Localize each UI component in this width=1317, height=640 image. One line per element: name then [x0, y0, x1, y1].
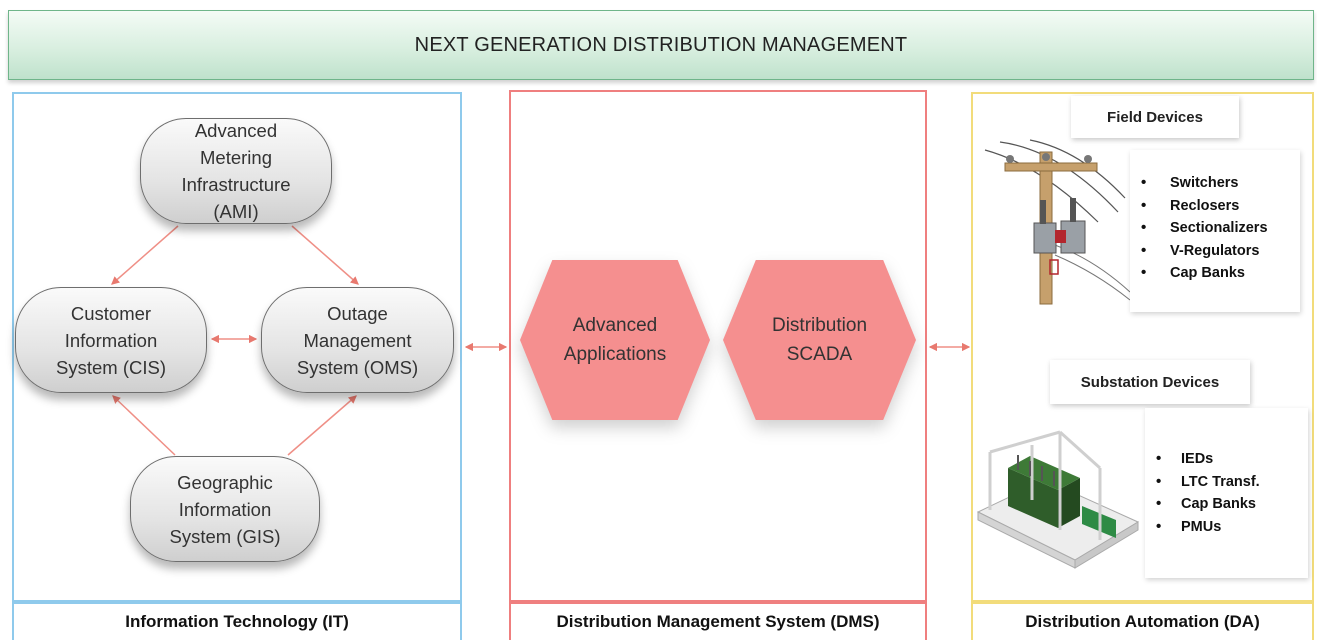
field-devices-list-box: Switchers Reclosers Sectionalizers V-Reg… [1130, 150, 1300, 312]
page-title-banner: NEXT GENERATION DISTRIBUTION MANAGEMENT [8, 10, 1314, 80]
arrow-ami-to-oms [291, 225, 359, 285]
ami-node: Advanced Metering Infrastructure (AMI) [140, 118, 332, 224]
substation-devices-title-box: Substation Devices [1050, 360, 1250, 404]
gis-node: Geographic Information System (GIS) [130, 456, 320, 562]
it-section-panel [12, 92, 462, 602]
substation-devices-list: IEDs LTC Transf. Cap Banks PMUs [1145, 408, 1308, 538]
list-item: Cap Banks [1145, 493, 1308, 516]
distribution-scada-label: Distribution SCADA [771, 315, 868, 365]
list-item: IEDs [1145, 448, 1308, 471]
utility-pole-icon [984, 139, 1131, 305]
da-section-footer: Distribution Automation (DA) [971, 602, 1314, 640]
arrow-gis-to-cis [112, 395, 176, 456]
advanced-applications-label: Advanced Applications [563, 315, 667, 365]
da-section-title: Distribution Automation (DA) [1025, 612, 1260, 631]
cis-node: Customer Information System (CIS) [15, 287, 207, 393]
substation-icon [976, 430, 1140, 569]
substation-devices-title: Substation Devices [1080, 373, 1220, 391]
it-section-title: Information Technology (IT) [125, 612, 349, 631]
da-section-panel [971, 92, 1314, 602]
advanced-applications-block: Advanced Applications [520, 260, 710, 420]
arrow-ami-to-cis [111, 225, 179, 285]
it-section-footer: Information Technology (IT) [12, 602, 462, 640]
arrow-gis-to-oms [287, 395, 357, 456]
dms-section-title: Distribution Management System (DMS) [556, 612, 880, 631]
list-item: Reclosers [1130, 195, 1300, 218]
list-item: LTC Transf. [1145, 471, 1308, 494]
gis-node-label: Geographic Information System (GIS) [169, 471, 281, 547]
list-item: Switchers [1130, 172, 1300, 195]
field-devices-list: Switchers Reclosers Sectionalizers V-Reg… [1130, 150, 1300, 285]
list-item: V-Regulators [1130, 240, 1300, 263]
dms-section-panel [509, 90, 927, 602]
oms-node: Outage Management System (OMS) [261, 287, 454, 393]
oms-node-label: Outage Management System (OMS) [296, 302, 419, 378]
dms-section-footer: Distribution Management System (DMS) [509, 602, 927, 640]
field-devices-title: Field Devices [1107, 108, 1203, 126]
substation-devices-list-box: IEDs LTC Transf. Cap Banks PMUs [1145, 408, 1308, 578]
distribution-scada-block: Distribution SCADA [723, 260, 916, 420]
cis-node-label: Customer Information System (CIS) [56, 302, 166, 378]
list-item: Cap Banks [1130, 262, 1300, 285]
page-title: NEXT GENERATION DISTRIBUTION MANAGEMENT [414, 33, 908, 56]
list-item: PMUs [1145, 516, 1308, 539]
field-devices-title-box: Field Devices [1071, 96, 1239, 138]
ami-node-label: Advanced Metering Infrastructure (AMI) [181, 120, 291, 222]
list-item: Sectionalizers [1130, 217, 1300, 240]
